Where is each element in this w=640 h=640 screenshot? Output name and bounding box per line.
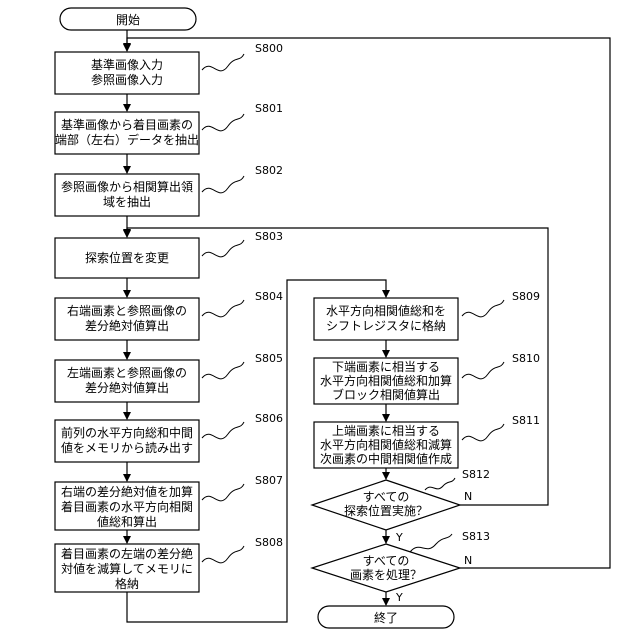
s813-yes-label: Y	[395, 591, 403, 604]
step-s803: 探索位置を変更	[55, 238, 199, 278]
step-text: 下端画素に相当する水平方向相関値総和加算ブロック相関値算出	[320, 360, 452, 402]
step-id-s813: S813	[462, 530, 490, 543]
step-id-s800: S800	[255, 42, 283, 55]
step-s807: 右端の差分絶対値を加算着目画素の水平方向相関値総和算出	[55, 482, 199, 530]
step-id-s809: S809	[512, 290, 540, 303]
step-s802: 参照画像から相関算出領域を抽出	[55, 174, 199, 216]
step-id-text: S800 S801 S802 S803 S804 S805 S806 S807 …	[255, 42, 540, 549]
decision-s812: すべての探索位置実施？	[312, 480, 460, 530]
step-text: 上端画素に相当する水平方向相関値総和減算次画素の中間相関値作成	[320, 424, 452, 466]
step-id-s802: S802	[255, 164, 283, 177]
step-s800: 基準画像入力参照画像入力	[55, 52, 199, 94]
step-id-s810: S810	[512, 352, 540, 365]
s812-yes-label: Y	[395, 531, 403, 544]
decision-s813: すべての画素を処理？	[312, 544, 460, 592]
step-s810: 下端画素に相当する水平方向相関値総和加算ブロック相関値算出	[314, 358, 458, 404]
step-s811: 上端画素に相当する水平方向相関値総和減算次画素の中間相関値作成	[314, 422, 458, 468]
s813-no-label: N	[464, 554, 472, 567]
end-label: 終了	[374, 610, 398, 625]
step-s808: 着目画素の左端の差分絶対値を減算してメモリに格納	[55, 544, 199, 592]
start-label: 開始	[116, 13, 140, 27]
step-s801: 基準画像から着目画素の端部（左右）データを抽出	[55, 112, 199, 154]
step-s805: 左端画素と参照画像の差分絶対値算出	[55, 360, 199, 402]
step-id-s811: S811	[512, 414, 540, 427]
step-s809: 水平方向相関値総和をシフトレジスタに格納	[314, 298, 458, 340]
step-id-s812: S812	[462, 468, 490, 481]
step-id-s808: S808	[255, 536, 283, 549]
step-id-s804: S804	[255, 290, 283, 303]
step-id-s801: S801	[255, 102, 283, 115]
step-s806: 前列の水平方向総和中間値をメモリから読み出す	[55, 420, 199, 462]
step-id-s803: S803	[255, 230, 283, 243]
step-text: 探索位置を変更	[85, 250, 169, 265]
step-s804: 右端画素と参照画像の差分絶対値算出	[55, 298, 199, 340]
step-id-s807: S807	[255, 474, 283, 487]
step-id-s806: S806	[255, 412, 283, 425]
step-id-s805: S805	[255, 352, 283, 365]
s812-no-label: N	[464, 490, 472, 503]
